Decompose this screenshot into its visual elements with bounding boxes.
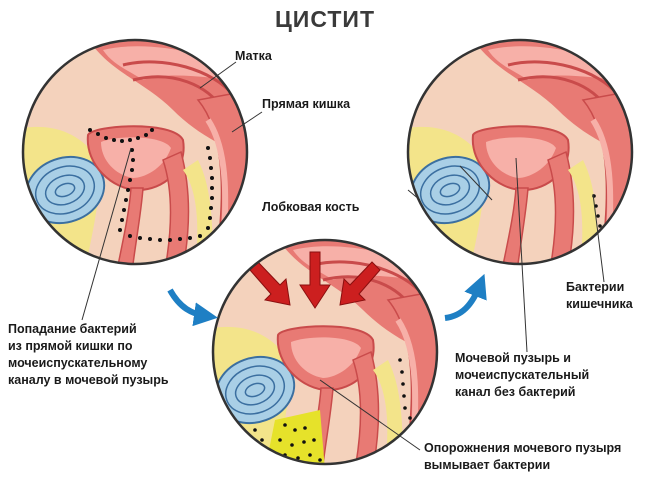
label-pubic-bone: Лобковая кость — [262, 200, 360, 214]
leader-lines — [81, 61, 605, 451]
page-title: ЦИСТИТ — [275, 6, 375, 32]
transition-arrow-2 — [444, 273, 487, 321]
stage-1-infection-circle — [21, 38, 249, 266]
stage-2-flush-circle — [211, 238, 439, 466]
pressure-arrows — [249, 251, 381, 309]
label-rectum: Прямая кишка — [262, 97, 351, 111]
label-clean-bladder: Мочевой пузырь и мочеиспускательный кана… — [455, 351, 593, 399]
bacteria-dots-1 — [88, 128, 214, 242]
transition-arrow-1 — [167, 288, 218, 327]
label-flushing: Опорожнения мочевого пузыря вымывает бак… — [424, 441, 625, 472]
label-bacteria-entry: Попадание бактерий из прямой кишки по мо… — [8, 322, 169, 387]
stage-3-clean-circle — [406, 38, 634, 266]
label-intestinal-bacteria: Бактерии кишечника — [566, 280, 634, 311]
label-uterus: Матка — [235, 49, 273, 63]
